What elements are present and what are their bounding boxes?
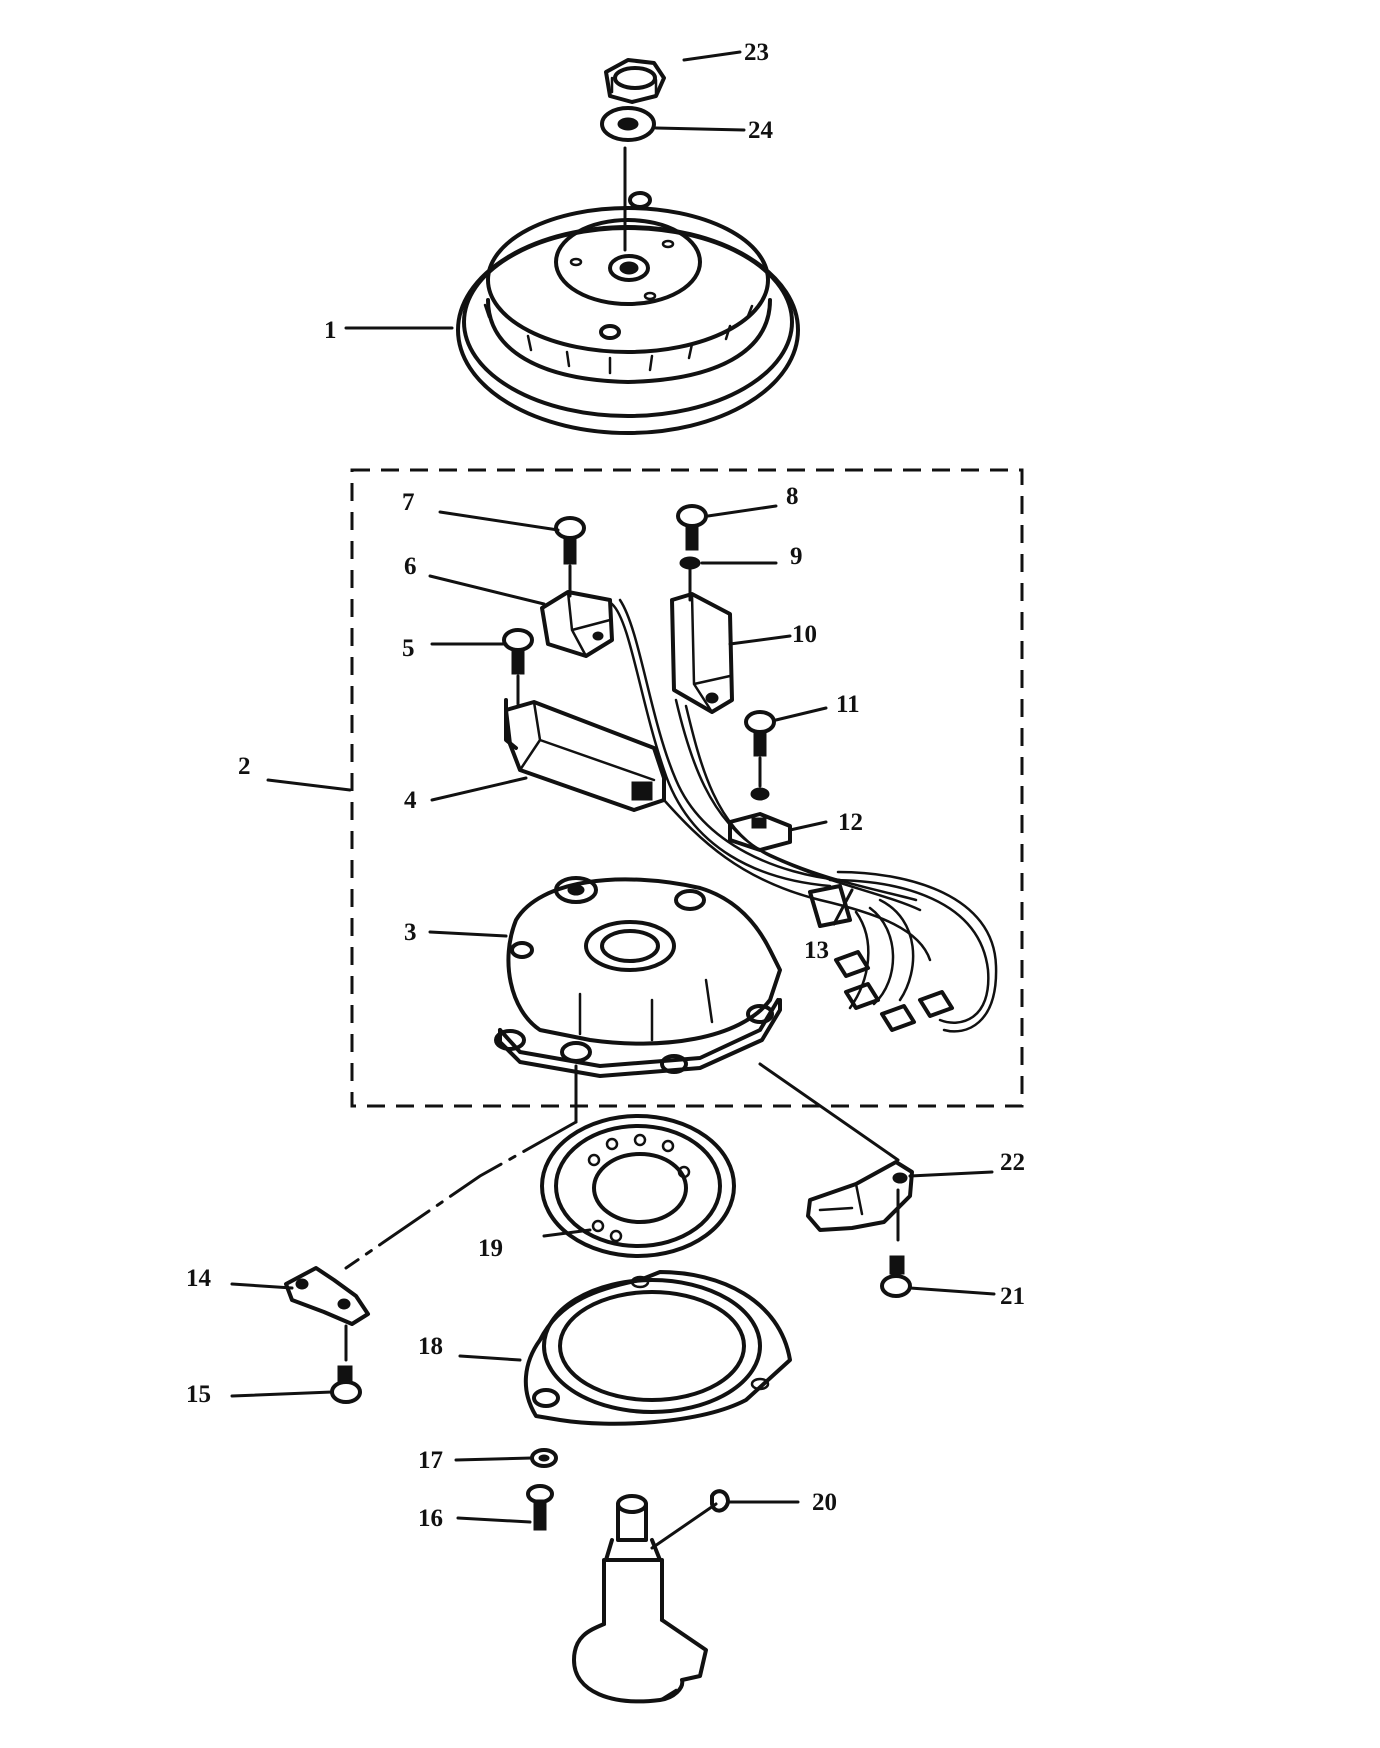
clamp-part-12 <box>728 812 792 852</box>
callout-12: 12 <box>838 809 863 836</box>
callout-17: 17 <box>418 1447 443 1474</box>
washer-part-24 <box>600 106 656 142</box>
nut-part-23 <box>604 58 666 104</box>
wiring-harness-part-13 <box>610 598 998 1033</box>
callout-21: 21 <box>1000 1283 1025 1310</box>
crankshaft-end <box>572 1494 708 1704</box>
callout-18: 18 <box>418 1333 443 1360</box>
callout-10: 10 <box>792 621 817 648</box>
retainer-plate-part-18 <box>523 1270 792 1426</box>
callout-6: 6 <box>404 553 417 580</box>
callout-20: 20 <box>812 1489 837 1516</box>
charge-coil-part-4 <box>504 698 666 812</box>
callout-13: 13 <box>804 937 829 964</box>
callout-4: 4 <box>404 787 417 814</box>
screw-part-11 <box>744 710 776 757</box>
callout-1: 1 <box>324 317 337 344</box>
callout-5: 5 <box>402 635 415 662</box>
callout-15: 15 <box>186 1381 211 1408</box>
screw-part-16 <box>526 1484 554 1531</box>
callout-14: 14 <box>186 1265 212 1292</box>
callout-3: 3 <box>404 919 417 946</box>
bolt-part-15 <box>330 1365 362 1404</box>
screw-part-8 <box>676 504 708 551</box>
callout-24: 24 <box>748 117 774 144</box>
callout-19: 19 <box>478 1235 503 1262</box>
flywheel-part-1 <box>456 191 800 435</box>
callout-16: 16 <box>418 1505 443 1532</box>
key-part-20 <box>710 1489 730 1513</box>
callout-2: 2 <box>238 753 251 780</box>
bracket-part-22 <box>806 1160 914 1232</box>
callout-8: 8 <box>786 483 799 510</box>
gasket-plate-part-19 <box>540 1114 736 1258</box>
callout-9: 9 <box>790 543 803 570</box>
callout-11: 11 <box>836 691 860 718</box>
callout-7: 7 <box>402 489 415 516</box>
cdi-module-part-10 <box>670 592 734 714</box>
screw-part-7 <box>554 516 586 565</box>
stator-assembly-group-box <box>350 468 1024 1108</box>
bolt-part-21 <box>880 1255 912 1298</box>
stator-base-plate-part-3 <box>494 876 782 1078</box>
bracket-part-14 <box>284 1266 370 1326</box>
callout-23: 23 <box>744 39 769 66</box>
pulser-coil-part-6 <box>540 590 614 658</box>
callout-22: 22 <box>1000 1149 1025 1176</box>
screw-part-5 <box>502 628 534 675</box>
